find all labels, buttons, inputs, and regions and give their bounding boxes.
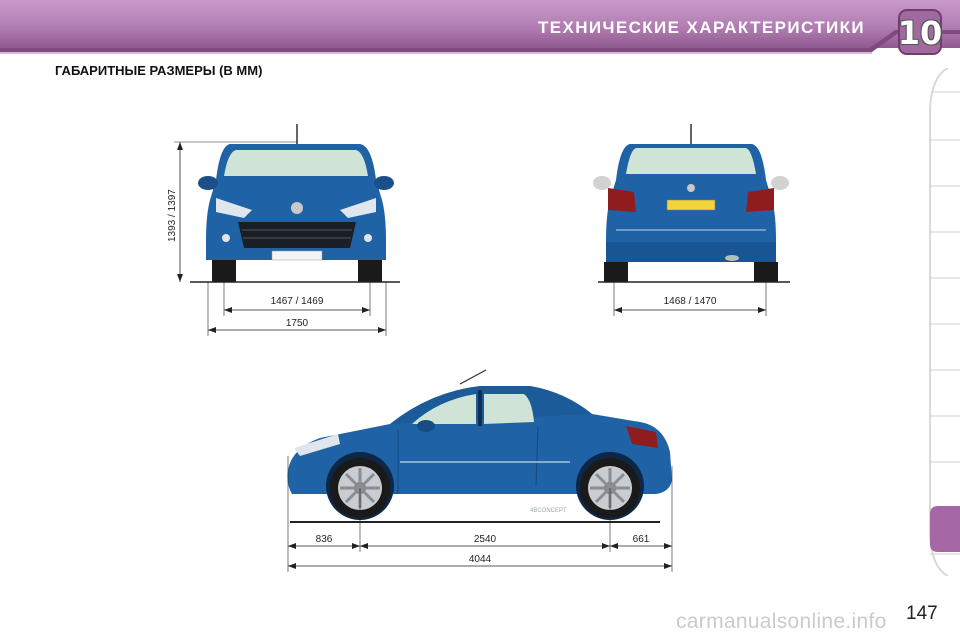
front-view-figure: 1393 / 1397 1467 / 1469 1750 — [167, 124, 400, 336]
rear-view-figure: 1468 / 1470 — [593, 124, 790, 316]
rear-track-label: 1468 / 1470 — [664, 296, 717, 307]
wheelbase-label: 2540 — [474, 534, 497, 545]
front-height-label: 1393 / 1397 — [167, 189, 178, 242]
length-label: 4044 — [469, 554, 492, 565]
section-title: ГАБАРИТНЫЕ РАЗМЕРЫ (В ММ) — [55, 63, 263, 78]
rear-overhang-label: 661 — [633, 534, 650, 545]
front-track-label: 1467 / 1469 — [271, 296, 324, 307]
front-width-label: 1750 — [286, 318, 309, 329]
thumb-index — [929, 68, 960, 576]
header-background — [0, 0, 960, 54]
chapter-badge-shape — [898, 9, 942, 55]
watermark: carmanualsonline.info — [676, 610, 887, 633]
chapter-title: ТЕХНИЧЕСКИЕ ХАРАКТЕРИСТИКИ — [537, 18, 865, 37]
chapter-badge: 10 — [897, 8, 943, 56]
chapter-number: 10 — [897, 14, 943, 52]
page-number: 147 — [906, 603, 938, 624]
side-view-figure: 4BCONCEPT 836 2540 661 4044 — [287, 369, 673, 572]
side-view-badge: 4BCONCEPT — [530, 508, 567, 514]
chapter-header: ТЕХНИЧЕСКИЕ ХАРАКТЕРИСТИКИ 10 — [0, 0, 960, 58]
front-overhang-label: 836 — [316, 534, 333, 545]
